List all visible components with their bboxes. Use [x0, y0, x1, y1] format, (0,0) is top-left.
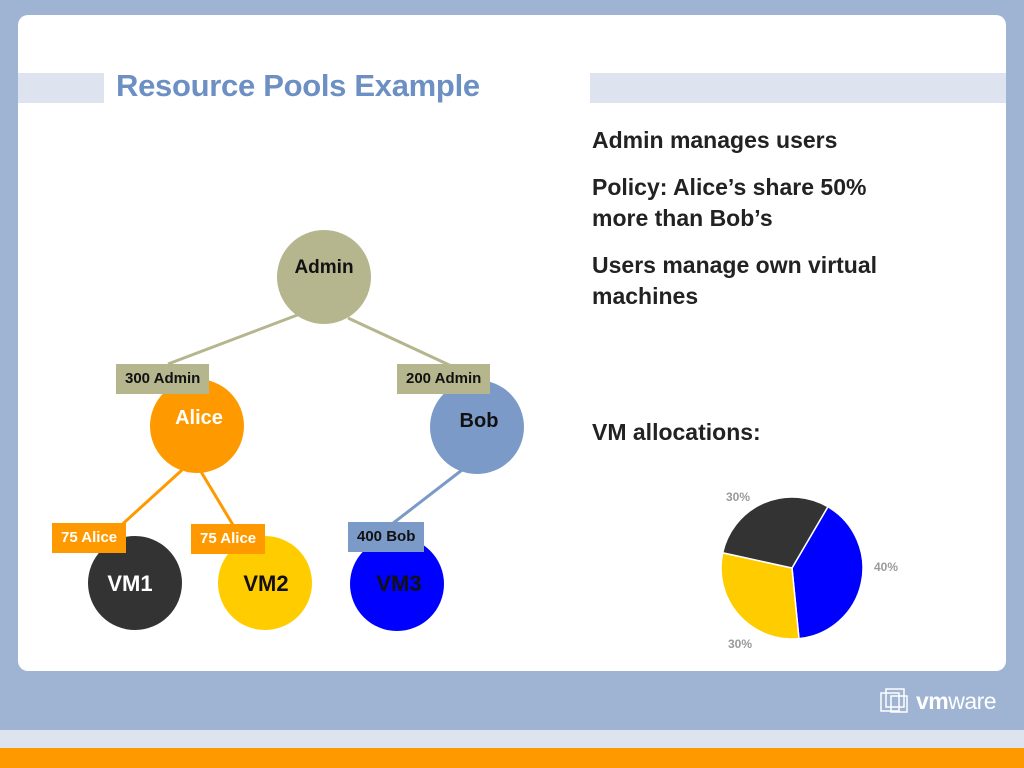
node-vm2	[218, 536, 312, 630]
node-admin	[277, 230, 371, 324]
vmware-logo: vmware	[880, 686, 997, 716]
vm-allocations-heading: VM allocations:	[592, 419, 761, 445]
pie-label-blue: 40%	[874, 560, 899, 574]
footer-stripe-light	[0, 730, 1024, 748]
pie-slice-dark	[721, 496, 829, 569]
vmware-logo-icon	[880, 688, 908, 713]
edge-admin-bob	[347, 316, 461, 372]
edge-alice-vm1	[114, 468, 184, 532]
node-vm3-label: VM3	[376, 571, 421, 596]
bullet-admin: Admin manages users	[592, 127, 838, 153]
node-alice-label: Alice	[175, 407, 223, 429]
slide-title: Resource Pools Example	[116, 68, 480, 103]
node-bob-label: Bob	[460, 410, 499, 432]
edge-admin-alice	[167, 312, 301, 366]
share-tag-vm3: 400 Bob	[348, 522, 425, 552]
share-tag-vm1: 75 Alice	[52, 523, 127, 553]
share-tag-vm2: 75 Alice	[191, 524, 266, 554]
node-admin-label: Admin	[294, 257, 353, 278]
share-tag-alice: 300 Admin	[116, 364, 210, 394]
node-vm1	[88, 536, 182, 630]
edge-alice-vm2	[198, 469, 238, 531]
share-tag-bob: 200 Admin	[397, 364, 491, 394]
footer-stripe-orange	[0, 748, 1024, 768]
vmware-logo-text: vmware	[916, 687, 997, 714]
vm-allocation-pie-chart	[720, 496, 864, 640]
node-bob	[430, 380, 524, 474]
pie-label-yellow: 30%	[728, 637, 753, 651]
pie-label-dark: 30%	[726, 490, 751, 504]
node-alice	[150, 379, 244, 473]
node-vm2-label: VM2	[243, 571, 288, 596]
bullet-list: Admin manages users Policy: Alice’s shar…	[592, 125, 922, 328]
title-band-right	[590, 73, 1006, 103]
node-vm3	[350, 537, 444, 631]
pie-slice-yellow	[720, 551, 800, 640]
bullet-policy: Policy: Alice’s share 50% more than Bob’…	[592, 174, 867, 231]
edge-bob-vm3	[391, 468, 463, 526]
bullet-users: Users manage own virtual machines	[592, 252, 878, 309]
pie-slices	[720, 496, 864, 640]
pie-slice-blue	[791, 505, 864, 640]
title-band-left	[18, 73, 104, 103]
node-vm1-label: VM1	[107, 571, 152, 596]
